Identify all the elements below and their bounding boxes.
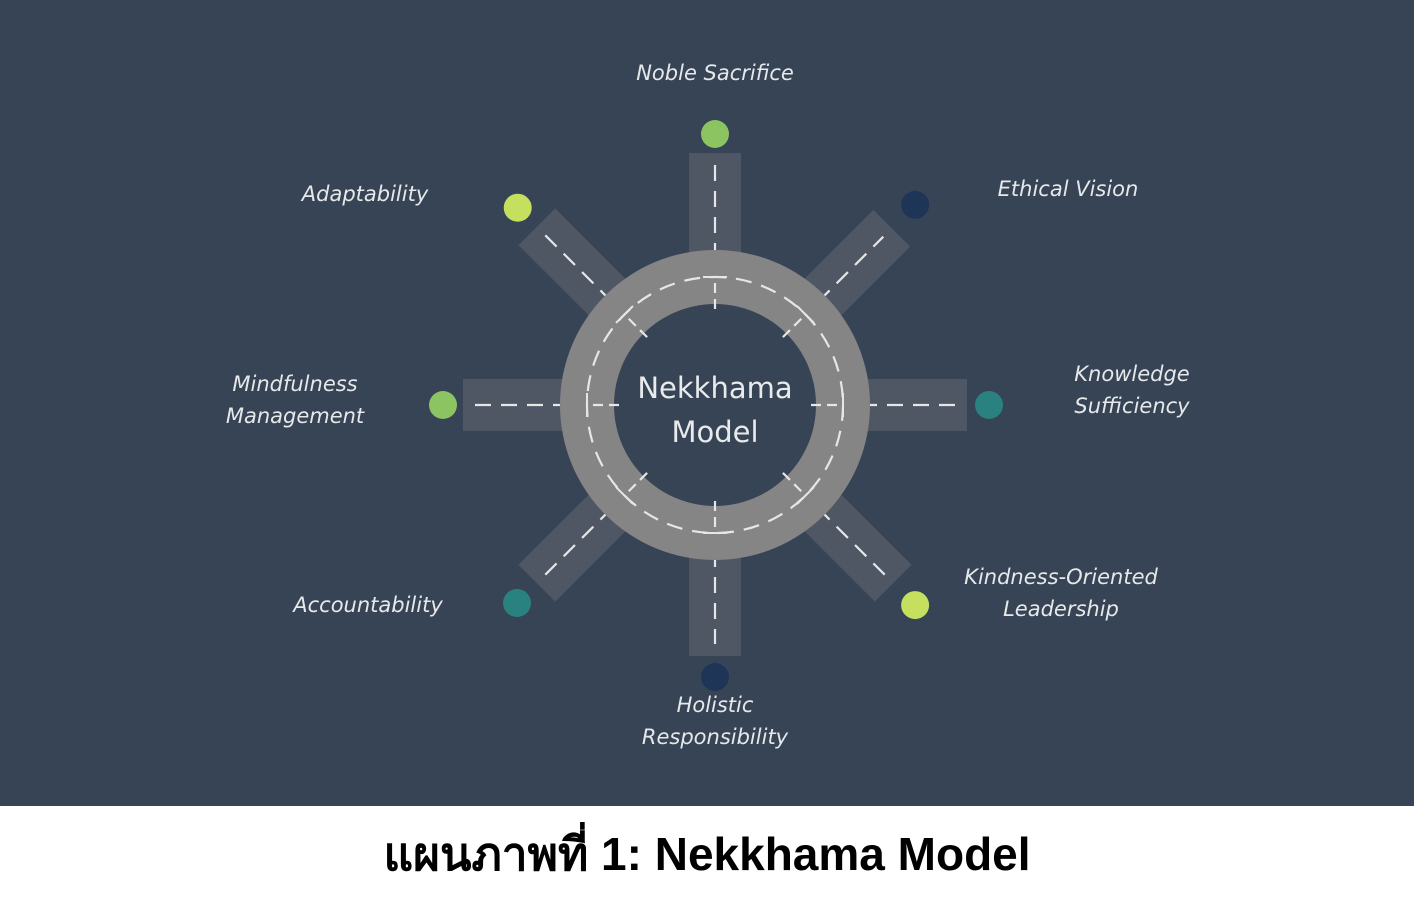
node-label-knowledge-sufficiency-line-2: Sufficiency xyxy=(1074,394,1190,418)
node-label-adaptability: Adaptability xyxy=(300,182,429,206)
junction-noble-sacrifice xyxy=(703,276,727,309)
node-label-noble-sacrifice: Noble Sacrifice xyxy=(636,61,794,85)
junction-crossbar xyxy=(615,305,634,324)
node-dot-kindness-oriented-leadership xyxy=(901,591,930,620)
dots-layer xyxy=(429,120,1003,691)
ring-layer xyxy=(560,250,870,560)
junction-holistic-responsibility xyxy=(703,501,727,534)
node-label-kindness-oriented-leadership-line-1: Kindness-Oriented xyxy=(964,565,1158,589)
junction-mindfulness-management xyxy=(586,393,619,417)
node-label-mindfulness-management-line-1: Mindfulness xyxy=(232,372,357,396)
figure-caption: แผนภาพที่ 1: Nekkhama Model xyxy=(383,828,1031,880)
node-label-holistic-responsibility-line-1: Holistic xyxy=(677,693,754,717)
inner-circle xyxy=(614,304,816,506)
road-lane-marking xyxy=(544,489,631,576)
node-dot-adaptability xyxy=(503,193,532,222)
node-dot-ethical-vision xyxy=(901,190,930,219)
road-lane-marking xyxy=(544,234,631,321)
junction-adaptability xyxy=(615,305,648,338)
junction-knowledge-sufficiency xyxy=(811,393,844,417)
node-dot-holistic-responsibility xyxy=(701,663,729,691)
junction-lane xyxy=(782,472,807,497)
node-label-holistic-responsibility-line-2: Responsibility xyxy=(642,725,789,749)
junction-crossbar xyxy=(615,486,634,505)
junction-crossbar xyxy=(796,486,815,505)
node-dot-knowledge-sufficiency xyxy=(975,391,1003,419)
node-label-accountability: Accountability xyxy=(291,593,443,617)
node-dot-mindfulness-management xyxy=(429,391,457,419)
junction-crossbar xyxy=(796,305,815,324)
node-label-kindness-oriented-leadership-line-2: Leadership xyxy=(1003,597,1119,621)
junction-lane xyxy=(623,472,648,497)
node-label-mindfulness-management-line-2: Management xyxy=(226,404,365,428)
junction-kindness-oriented-leadership xyxy=(782,472,815,505)
center-title-line-1: Nekkhama xyxy=(637,371,792,405)
center-title-line-2: Model xyxy=(671,415,758,449)
node-dot-accountability xyxy=(503,588,532,617)
node-dot-noble-sacrifice xyxy=(701,120,729,148)
node-label-knowledge-sufficiency-line-1: Knowledge xyxy=(1074,362,1189,386)
road-lane-marking xyxy=(799,235,885,321)
junction-lane xyxy=(623,313,648,338)
junction-ethical-vision xyxy=(782,305,815,338)
junction-lane xyxy=(782,313,807,338)
junction-accountability xyxy=(615,472,648,505)
road-lane-marking xyxy=(799,489,886,576)
ring-connectors-layer xyxy=(586,276,844,534)
node-label-ethical-vision: Ethical Vision xyxy=(998,177,1139,201)
